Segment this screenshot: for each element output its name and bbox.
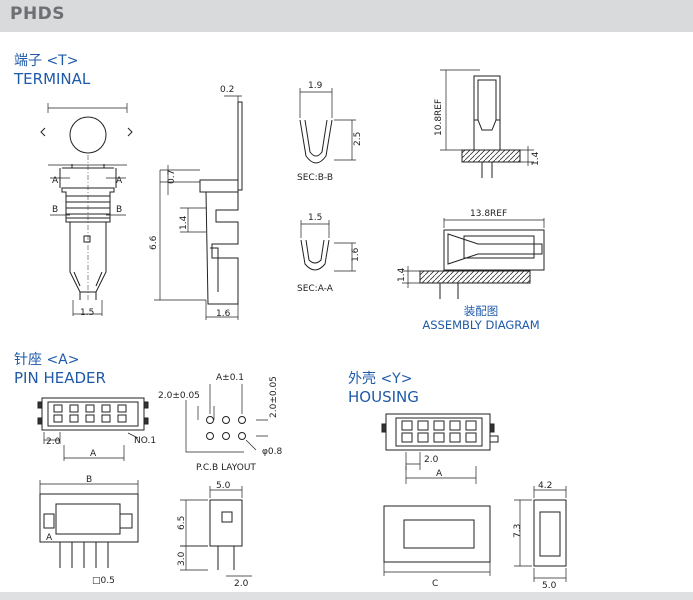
pcb-title: P.C.B LAYOUT — [196, 463, 256, 473]
terminal-front-view — [40, 103, 133, 316]
pcb-hole: φ0.8 — [262, 447, 283, 457]
ph-side-20: 2.0 — [234, 579, 249, 589]
pin-header-title-cn: 针座 <A> — [14, 352, 80, 368]
section-mark-a-left: A — [52, 176, 59, 186]
bottom-bar — [0, 592, 693, 600]
terminal-title: 端子 <T> TERMINAL — [14, 52, 90, 88]
section-aa-view — [300, 220, 356, 272]
pin-hole — [117, 404, 127, 413]
pin-header-side-view — [180, 486, 252, 577]
pcb-layout-view — [185, 384, 268, 453]
ph-pin-size: □0.5 — [92, 576, 115, 586]
housing-cavity — [401, 420, 413, 431]
pin-hole — [69, 414, 79, 423]
hs-dim-a: A — [436, 469, 443, 479]
terminal-title-en: TERMINAL — [14, 70, 91, 88]
pin-header-title-en: PIN HEADER — [14, 369, 106, 387]
housing-cavity — [417, 420, 429, 431]
section-mark-a-right: A — [116, 176, 123, 186]
ph-dim-a: A — [90, 449, 97, 459]
housing-cavity — [401, 432, 413, 443]
housing-cavity — [417, 432, 429, 443]
section-mark-b-left: B — [52, 205, 58, 215]
housing-cavity — [465, 432, 477, 443]
section-bb-view — [299, 88, 356, 164]
header-bar: PHDS — [0, 0, 693, 32]
dimension-labels: 1.5 0.2 0.7 1.4 6.6 1.6 A A B B 1.9 2.5 … — [46, 81, 557, 591]
assembly-title: 装配图 ASSEMBLY DIAGRAM — [414, 304, 548, 332]
pin-hole — [85, 414, 95, 423]
dim-terminal-07: 0.7 — [167, 170, 177, 184]
housing-title: 外壳 <Y> HOUSING — [348, 370, 419, 406]
dim-terminal-16: 1.6 — [216, 309, 231, 319]
hs-pitch: 2.0 — [424, 455, 439, 465]
pin-hole — [53, 404, 63, 413]
assembly-dim-14-a: 1.4 — [531, 151, 541, 166]
assembly-vertical-view — [440, 69, 534, 178]
pin-header-title: 针座 <A> PIN HEADER — [14, 351, 106, 387]
ph-pitch: 2.0 — [46, 437, 61, 447]
ph-dim-b: B — [86, 475, 92, 485]
sec-aa-height: 1.6 — [351, 247, 361, 262]
pcb-a-tol: A±0.1 — [216, 373, 244, 383]
ph-width-50: 5.0 — [216, 481, 231, 491]
section-mark-b-right: B — [116, 205, 122, 215]
housing-title-cn: 外壳 <Y> — [348, 371, 413, 387]
sec-bb-label: SEC:B-B — [297, 173, 333, 183]
housing-cavity — [449, 432, 461, 443]
sec-bb-width: 1.9 — [308, 81, 323, 91]
housing-title-en: HOUSING — [348, 388, 419, 406]
hs-width-42: 4.2 — [538, 481, 552, 491]
dim-terminal-14: 1.4 — [179, 215, 189, 230]
brand-label: PHDS — [10, 4, 66, 24]
hs-dim-c: C — [432, 579, 438, 589]
pin-header-holes — [53, 404, 127, 423]
assembly-title-en: ASSEMBLY DIAGRAM — [422, 318, 540, 332]
assembly-horizontal-view — [402, 218, 545, 299]
pin-header-top-view — [37, 397, 149, 461]
housing-top-view — [381, 413, 499, 484]
terminal-title-cn: 端子 <T> — [14, 53, 79, 69]
pin-hole — [85, 404, 95, 413]
housing-cavity — [433, 432, 445, 443]
housing-cavity — [449, 420, 461, 431]
housing-cavity — [433, 420, 445, 431]
ph-no1: NO.1 — [134, 436, 156, 446]
dim-terminal-height: 6.6 — [149, 235, 159, 250]
sec-aa-width: 1.5 — [308, 213, 322, 223]
terminal-side-view — [154, 95, 243, 320]
pin-hole — [117, 414, 127, 423]
pcb-pitch-h: 2.0±0.05 — [158, 391, 200, 401]
ph-height-30: 3.0 — [177, 551, 187, 566]
pin-hole — [53, 414, 63, 423]
pcb-pitch-v: 2.0±0.05 — [269, 376, 279, 418]
dim-terminal-thickness: 0.2 — [220, 85, 234, 95]
assembly-dim-14-b: 1.4 — [397, 267, 407, 282]
pin-header-front-view — [39, 480, 139, 568]
assembly-title-cn: 装配图 — [463, 304, 499, 318]
sec-aa-label: SEC:A-A — [297, 284, 334, 294]
dim-terminal-width: 1.5 — [80, 308, 94, 318]
housing-cavities — [401, 420, 477, 443]
sec-bb-height: 2.5 — [353, 132, 363, 146]
ph-marking: A — [46, 533, 53, 543]
housing-front-view — [383, 505, 491, 576]
housing-side-view — [514, 486, 567, 582]
ph-height-65: 6.5 — [177, 516, 187, 530]
assembly-ref-vertical: 10.8REF — [434, 99, 444, 136]
housing-cavity — [465, 420, 477, 431]
hs-height-73: 7.3 — [513, 524, 523, 538]
assembly-ref-horizontal: 13.8REF — [470, 209, 507, 219]
pin-hole — [69, 404, 79, 413]
pin-hole — [101, 404, 111, 413]
hs-width-50: 5.0 — [542, 581, 557, 591]
pin-hole — [101, 414, 111, 423]
